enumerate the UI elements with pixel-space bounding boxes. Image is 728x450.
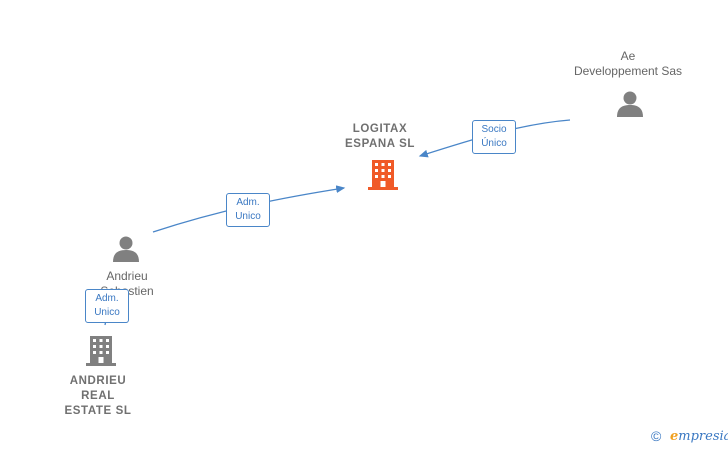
person-icon[interactable]	[111, 235, 141, 263]
brand-logo-initial: e	[670, 429, 679, 444]
copyright-symbol: ©	[651, 428, 662, 444]
building-icon[interactable]	[366, 158, 400, 192]
edge-label-socio-unico[interactable]: Socio Único	[472, 120, 516, 154]
node-label-ae-developpement: Ae Developpement Sas	[573, 49, 683, 78]
person-icon[interactable]	[615, 90, 645, 118]
node-label-andrieu-real-estate: ANDRIEU REAL ESTATE SL	[64, 375, 132, 417]
building-icon[interactable]	[84, 334, 118, 368]
brand-logo-text: mpresia	[678, 429, 728, 444]
brand-logo[interactable]: empresia	[670, 429, 728, 444]
node-label-logitax: LOGITAX ESPANA SL	[345, 123, 415, 150]
edge-label-adm-unico-2[interactable]: Adm. Unico	[85, 289, 129, 323]
edge-label-adm-unico-1[interactable]: Adm. Unico	[226, 193, 270, 227]
